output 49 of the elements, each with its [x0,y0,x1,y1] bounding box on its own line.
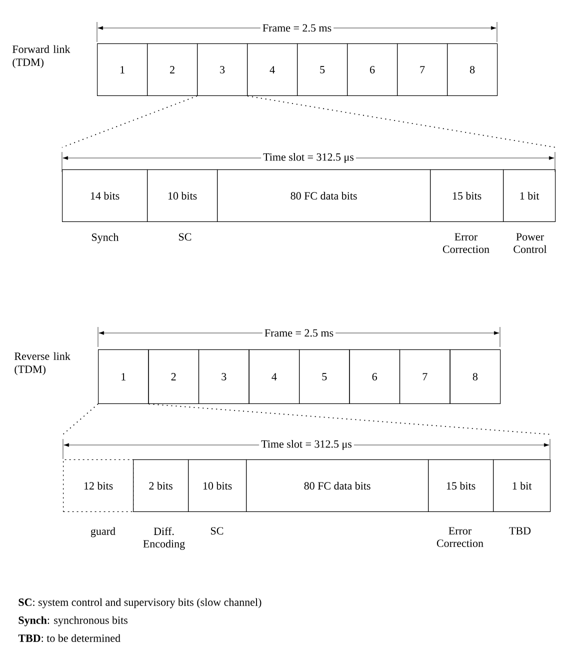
slot-box: 5 [299,349,350,404]
field-caption: Diff. Encoding [143,527,185,550]
slot-box: 2 [147,43,198,96]
link-label: Forward link (TDM) [12,45,70,68]
field-caption: SC [211,527,224,535]
slot-box: 8 [447,43,498,96]
slot-box: 4 [247,43,298,96]
zoom-line [62,404,98,435]
field-caption: Error Correction [442,233,490,253]
slot-box: 4 [248,349,300,404]
slot-box: 6 [349,349,400,404]
slot-box: 7 [397,43,448,96]
legend-note: SC: system control and supervisory bits (slow channel) [18,598,262,608]
slot-box: 2 [148,349,199,404]
field-box: 80 FC data bits [217,169,431,222]
slot-box: 7 [400,349,450,404]
field-box: 14 bits [62,169,148,222]
slot-box: 1 [97,43,148,96]
field-box: 1 bit [503,169,556,222]
guard-field: 12 bits [63,459,134,512]
field-box: 80 FC data bits [246,459,429,512]
slot-box: 8 [450,349,501,404]
dimension-label: Frame = 2.5 ms [260,22,334,34]
field-box: 10 bits [147,169,218,222]
dimension-label: Frame = 2.5 ms [262,327,336,339]
field-box: 10 bits [188,459,247,512]
dimension-label: Time slot = 312.5 μs [259,438,354,452]
dimension-label: Time slot = 312.5 μs [261,151,356,165]
slot-box: 5 [297,43,348,96]
field-caption: Synch [92,233,119,244]
field-box: 2 bits [133,459,189,512]
slot-box: 3 [198,349,250,404]
legend-note: TBD: to be determined [18,634,120,642]
field-caption: Power Control [514,233,547,253]
legend-note: Synch: synchronous bits [18,616,128,626]
slot-box: 3 [197,43,248,96]
zoom-line [148,404,552,435]
field-box: 1 bit [493,459,551,512]
field-caption: TBD [509,527,531,534]
field-box: 15 bits [430,169,504,222]
field-box: 15 bits [428,459,494,512]
field-caption: Error Correction [436,527,484,547]
slot-box: 6 [347,43,398,96]
zoom-line [62,96,198,148]
field-caption: guard [90,527,116,538]
zoom-line [247,96,556,148]
field-caption: SC [179,233,192,241]
link-label: Reverse link (TDM) [14,352,70,376]
slot-box: 1 [98,349,149,404]
